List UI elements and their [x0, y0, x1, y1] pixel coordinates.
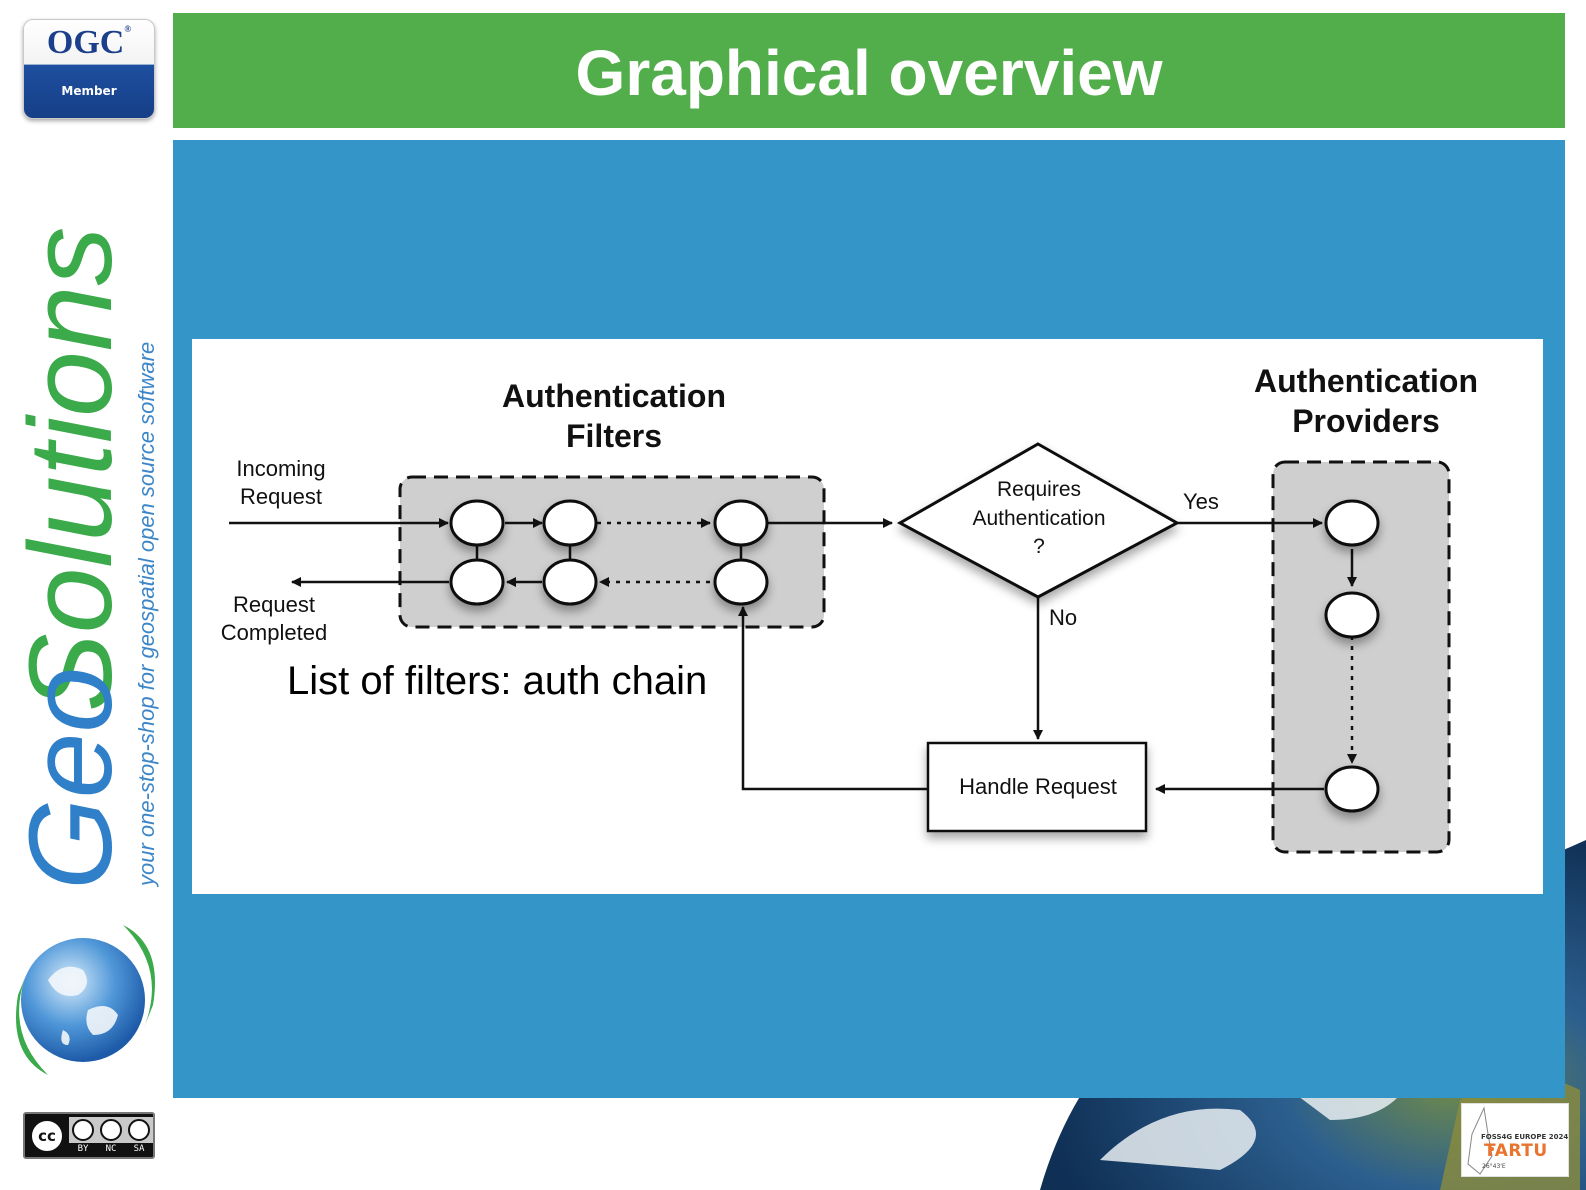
globe-icon	[16, 925, 155, 1075]
incoming-label-line1: Incoming	[236, 456, 325, 481]
logo-tagline: your one-stop-shop for geospatial open s…	[134, 342, 159, 888]
event-name: FOSS4G EUROPE 2024	[1481, 1133, 1569, 1141]
filters-title-line2: Filters	[566, 418, 662, 454]
yes-label: Yes	[1183, 489, 1219, 514]
provider-node	[1324, 765, 1380, 813]
decision-label-line1: Requires	[997, 478, 1081, 501]
handle-to-filters-arrow	[738, 606, 927, 791]
logo-solutions-text: Solutions	[8, 227, 137, 712]
completed-label-line1: Request	[233, 592, 315, 617]
ogc-logo-text: OGC®	[46, 24, 132, 61]
geosolutions-logo: Solutions Geo your one-stop-shop for geo…	[8, 227, 159, 1075]
auth-flow-diagram: Authentication Filters Authentication Pr…	[192, 339, 1543, 894]
decision-label-line2: Authentication	[972, 507, 1105, 530]
providers-box	[1271, 460, 1451, 854]
noncommercial-icon	[100, 1119, 122, 1141]
filter-node	[542, 499, 598, 547]
no-label: No	[1049, 605, 1077, 630]
slide-title: Graphical overview	[575, 37, 1163, 109]
filter-node	[542, 558, 598, 606]
filter-node	[713, 499, 769, 547]
provider-node	[1324, 499, 1380, 547]
slide-header: Graphical overview	[173, 13, 1565, 128]
incoming-label-line2: Request	[240, 484, 322, 509]
license-sa-label: SA	[133, 1144, 145, 1154]
handle-request-label: Handle Request	[959, 774, 1117, 799]
providers-title-line1: Authentication	[1254, 363, 1478, 399]
providers-title-line2: Providers	[1292, 403, 1440, 439]
filter-node	[449, 558, 505, 606]
cc-icon: cc	[29, 1118, 65, 1154]
decision-diamond	[896, 442, 1181, 599]
decision-label-line3: ?	[1033, 535, 1045, 558]
license-by-label: BY	[77, 1144, 89, 1154]
cc-license-badge: cc BY NC SA	[23, 1112, 155, 1159]
logo-geo-text: Geo	[8, 667, 137, 890]
handle-request-box	[926, 741, 1148, 833]
ogc-member-label: Member	[61, 84, 117, 98]
filters-title-line1: Authentication	[502, 378, 726, 414]
filter-node	[713, 558, 769, 606]
provider-node	[1324, 591, 1380, 639]
event-logo: FOSS4G EUROPE 2024 TARTU 26°43'E	[1461, 1103, 1569, 1177]
filter-chain-box	[398, 475, 826, 629]
diagram-caption: List of filters: auth chain	[287, 659, 708, 703]
ogc-member-logo: OGC® Member	[23, 19, 155, 119]
event-city: TARTU	[1484, 1141, 1548, 1161]
sharealike-icon	[128, 1119, 150, 1141]
attribution-icon	[72, 1119, 94, 1141]
event-coordinate: 26°43'E	[1482, 1163, 1506, 1170]
estonia-outline-icon	[1467, 1106, 1494, 1175]
completed-label-line2: Completed	[221, 620, 327, 645]
license-nc-label: NC	[105, 1144, 117, 1154]
filter-node	[449, 499, 505, 547]
